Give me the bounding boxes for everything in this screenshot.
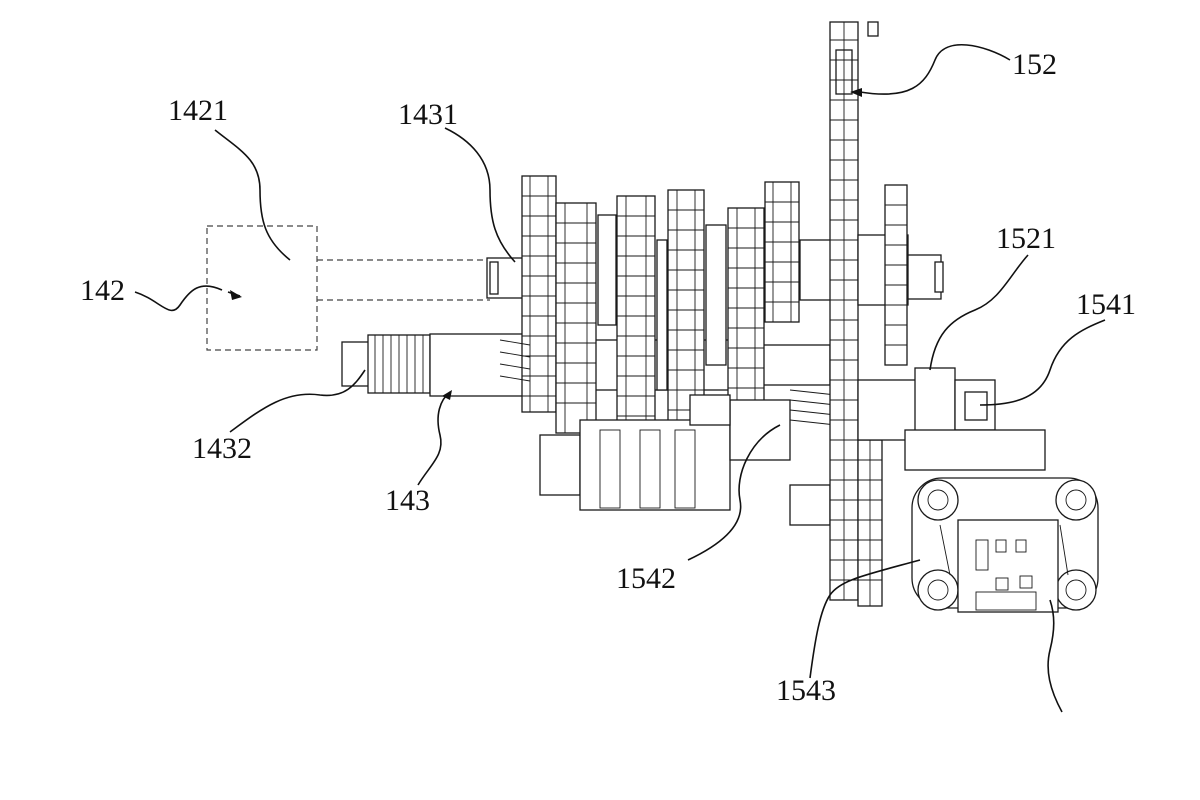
gear-6 <box>764 181 800 323</box>
leader-lines <box>134 44 1106 713</box>
shift-drum <box>499 339 837 526</box>
large-gear-152 <box>829 21 879 601</box>
dashed-box-142 <box>206 225 490 351</box>
actuator-1521 <box>904 367 1046 471</box>
upper-shaft <box>486 239 944 301</box>
label-1432: 1432 <box>192 432 252 465</box>
label-1543: 1543 <box>776 674 836 707</box>
label-1431: 1431 <box>398 98 458 131</box>
gear-1431 <box>521 175 557 413</box>
label-1421: 1421 <box>168 94 228 127</box>
label-1542: 1542 <box>616 562 676 595</box>
label-152: 152 <box>1012 48 1057 81</box>
label-142: 142 <box>80 274 125 307</box>
label-1521: 1521 <box>996 222 1056 255</box>
label-1541: 1541 <box>1076 288 1136 321</box>
label-143: 143 <box>385 484 430 517</box>
gear-1543 <box>857 439 883 607</box>
gear-2 <box>555 202 597 434</box>
motor-housing <box>911 477 1099 613</box>
side-gear <box>857 184 919 441</box>
gear-3 <box>597 195 656 441</box>
